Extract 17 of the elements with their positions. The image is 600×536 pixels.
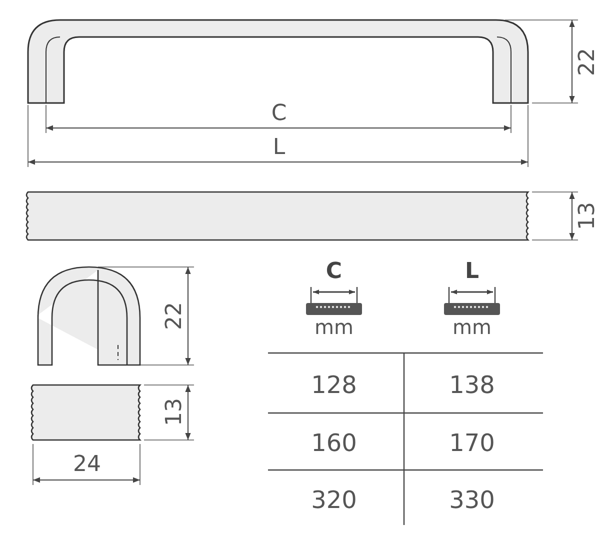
dimension-label: 24 — [73, 454, 101, 476]
dimension-label: 13 — [577, 202, 599, 230]
column-header: L — [464, 261, 480, 283]
column-header: C — [326, 261, 342, 283]
table-cell: 138 — [449, 373, 495, 397]
dimension-label: 22 — [577, 48, 599, 76]
table-cell: 170 — [449, 431, 495, 455]
table-cell: 330 — [449, 488, 495, 512]
unit-label: mm — [452, 317, 492, 337]
table-cell: 320 — [311, 488, 357, 512]
dimension-label: L — [272, 137, 286, 159]
dimension-label: C — [271, 103, 287, 125]
table-cell: 128 — [311, 373, 357, 397]
table-cell: 160 — [311, 431, 357, 455]
dimension-label: 13 — [164, 398, 186, 426]
unit-label: mm — [314, 317, 354, 337]
dimension-label: 22 — [164, 302, 186, 330]
